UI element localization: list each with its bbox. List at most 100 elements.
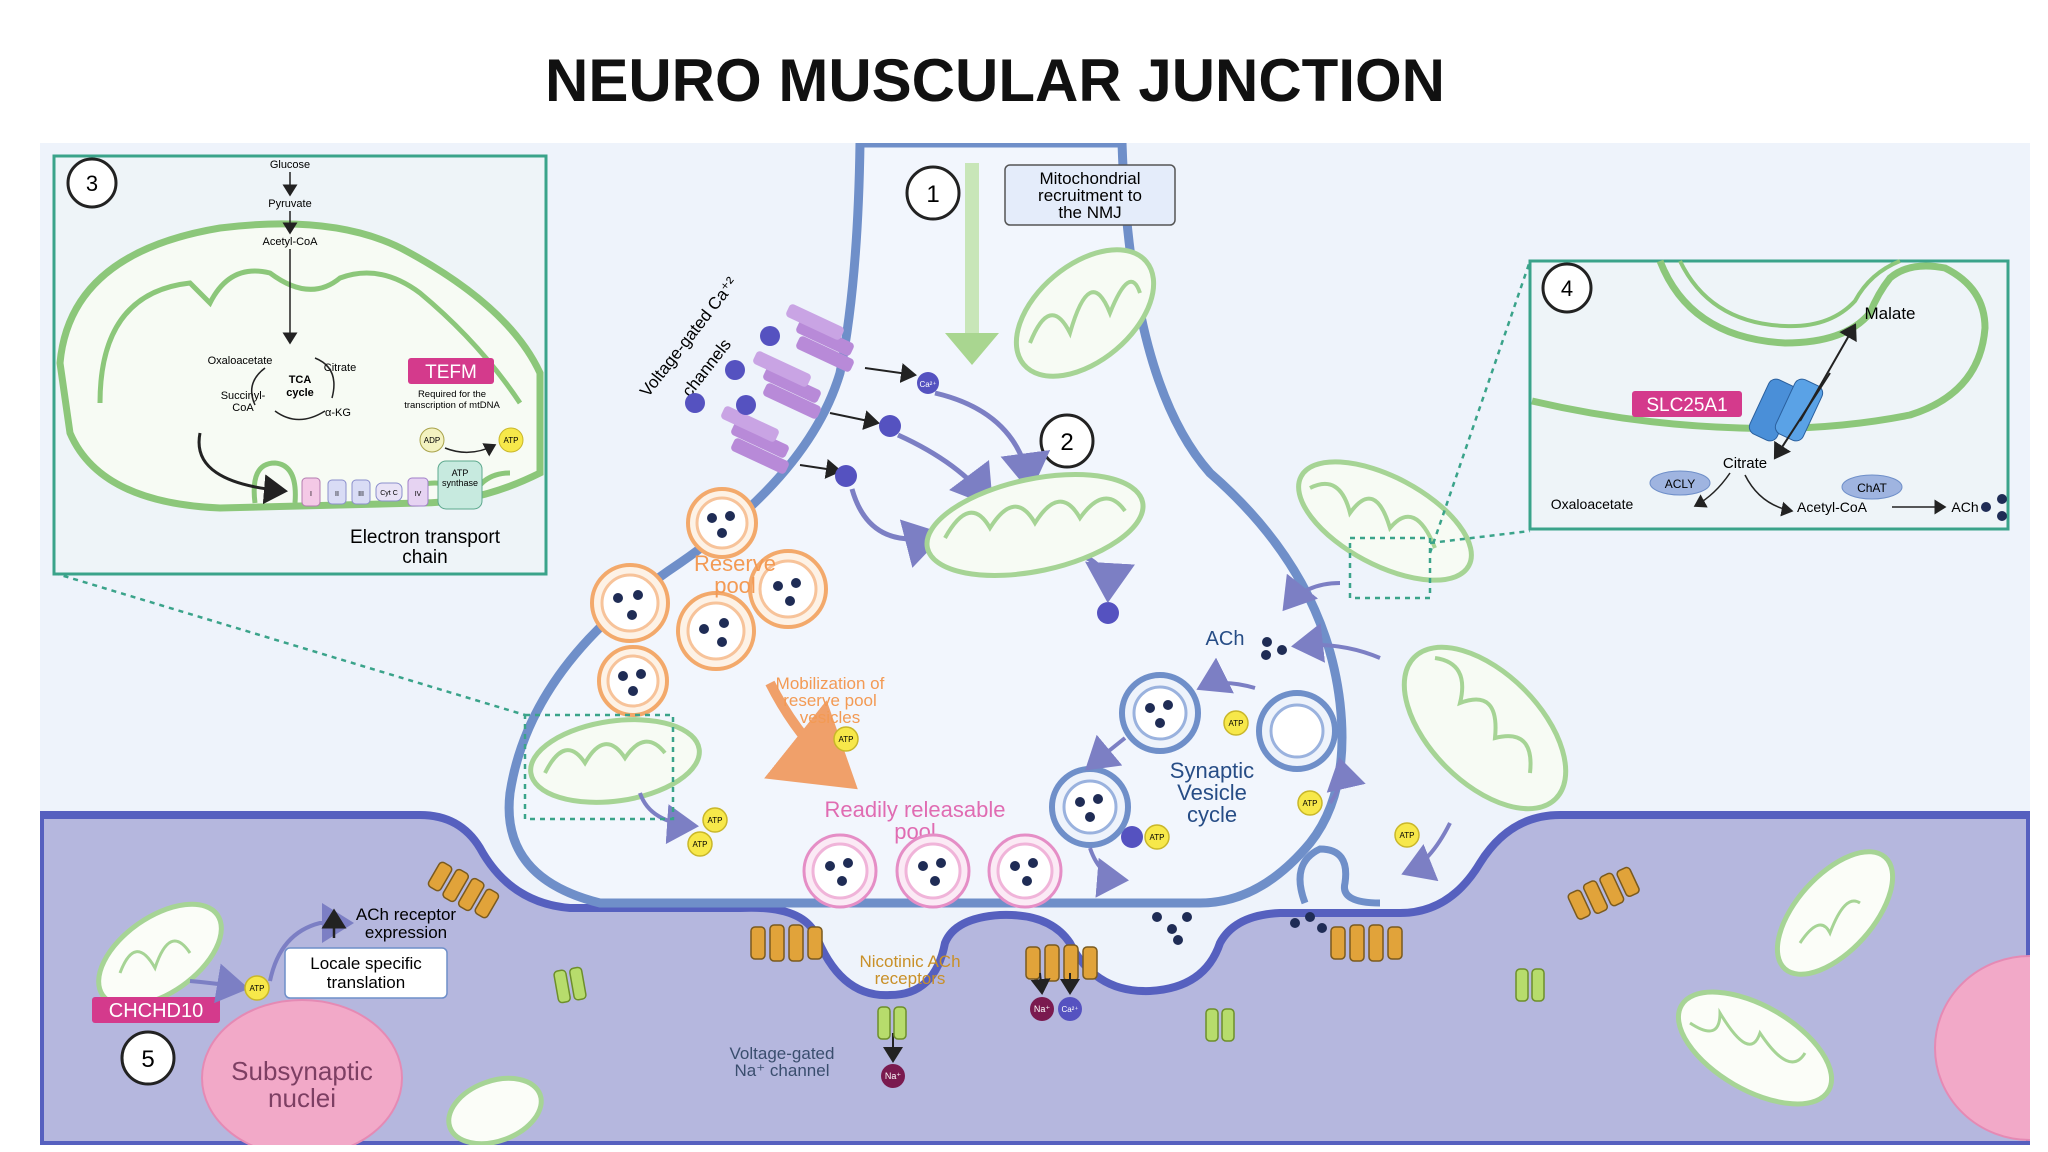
adp-molecule [419,427,445,453]
ca-ion-label: Ca²⁺ [919,380,936,389]
tca-label-1: TCA [289,374,312,386]
zoom-line-3a [53,571,526,717]
recruitment-label-2: recruitment to [1038,186,1142,205]
chat-enzyme [1841,474,1903,500]
mitochondrion-terminal-right-upper [1296,459,1474,583]
tca-label-2: cycle [286,387,314,399]
svc-arrow-2 [1084,734,1127,771]
vgnac-label-2: Na⁺ channel [735,1061,830,1080]
ca-flow-arrow-3 [849,488,945,568]
mitochondrion-top [1013,247,1157,379]
vgnac-label-1: Voltage-gated [730,1044,835,1063]
rrp-vesicles [802,833,1063,909]
chat-label: ChAT [1857,481,1887,495]
recruitment-label-3: the NMJ [1058,203,1121,222]
synaptic-vesicles [1049,672,1338,848]
tefm-label-box [408,358,494,384]
page-title: NEURO MUSCULAR JUNCTION [545,47,1445,114]
ion-entry-arrow-1 [1030,972,1051,995]
etc-label-1: Electron transport [350,527,501,548]
etc-electron-arrow [197,432,288,505]
ca-channel-2 [753,351,821,419]
atp-label-7: ATP [1150,833,1165,842]
step-3-circle [66,157,118,209]
chchd10-label-box [92,997,220,1023]
nachr-label-1: Nicotinic ACh [859,952,960,971]
oxaloacetate-label-4: Oxaloacetate [1551,496,1634,512]
zoom-marker-3 [523,713,675,821]
etc-complex-3: III [358,491,364,498]
acly-label: ACLY [1665,477,1695,491]
ca-channel-3 [721,406,789,474]
recruitment-label-1: Mitochondrial [1039,169,1140,188]
etc-complexes [301,460,483,510]
atp-label-4: ATP [1229,719,1244,728]
svc-label-1: Synaptic [1170,758,1254,783]
tefm-desc-1: Required for the [418,389,486,400]
mobilization-label-3: vesicles [800,708,860,727]
recruitment-arrow [965,163,979,343]
rrp-label-1: Readily releasable [825,797,1006,822]
atp-postsynaptic [244,975,270,1001]
mobilization-label-1: Mobilization of [776,674,885,693]
step-4-circle [1541,262,1593,314]
atp-label-2: ATP [708,816,723,825]
locale-translation-label-1: Locale specific [310,954,422,973]
step-1-circle [905,165,961,221]
oxaloacetate-label-3: Oxaloacetate [208,355,273,367]
atp-label-5: ATP [1303,799,1318,808]
atp-label-1: ATP [839,735,854,744]
recruitment-arrowhead [945,333,999,365]
na-ion-label-1: Na⁺ [1034,1004,1051,1014]
mitochondria-postsynaptic-cristae [118,899,1861,1064]
slc25a1-transporter [1748,378,1824,442]
zoom-line-4a [1428,260,1532,554]
voltage-gated-na-channels [553,966,1545,1042]
etc-label-2: chain [402,547,447,568]
chchd10-label: CHCHD10 [109,1000,203,1022]
step-2-circle [1039,413,1095,469]
mitochondrion-terminal-right-lower [1401,644,1569,812]
citrate-export-arrow [1773,372,1831,460]
malate-label: Malate [1864,304,1915,323]
mitochondria-postsynaptic [96,849,1896,1145]
locale-translation-box [284,947,448,999]
atp-synthase-label-2: synthase [442,478,478,488]
citrate-label-3: Citrate [324,362,356,374]
ach-receptor-label-1: ACh receptor [356,905,456,924]
nmj-diagram: 1 Mitochondrial recruitment to the NMJ V… [40,143,2030,1145]
step-4-number: 4 [1561,276,1573,301]
ca-flow-arrow-1 [934,390,1051,493]
recruitment-box [1004,164,1176,226]
tefm-desc-2: transcription of mtDNA [404,400,500,411]
ach-label-4: ACh [1951,499,1978,515]
ach-label: ACh [1206,628,1245,650]
locale-translation-label-2: translation [327,973,405,992]
svc-arrow-5 [1291,623,1381,663]
step-5-number: 5 [141,1046,154,1073]
chchd10-arrow [189,963,249,1004]
adp-label: ADP [424,436,440,445]
acetyl-coa-form-arrow [1744,474,1794,517]
acly-enzyme [1649,470,1711,496]
vesicle-fusion-pit [1296,845,1381,907]
etc-complex-2: II [335,491,339,498]
citrate-label-4: Citrate [1723,455,1767,472]
step-2-number: 2 [1060,429,1073,456]
slc25a1-label: SLC25A1 [1646,395,1727,416]
mitochondrion-center [924,472,1146,578]
ach-molecules-box4 [1981,494,2007,521]
nuclei-label-1: Subsynaptic [231,1056,373,1086]
subsynaptic-nuclei [201,999,403,1145]
tca-cycle-arrows [250,357,335,421]
ca-ion-near-vesicle [1121,826,1143,848]
svc-arrow-7 [1401,822,1452,882]
zoom-line-4b [1429,529,1531,545]
ca-channel-1 [786,304,854,372]
ca-entry-arrow-3 [799,459,842,479]
mobilization-arrow [764,680,858,790]
acetyl-coa-label-3: Acetyl-CoA [262,236,318,248]
step-1-number: 1 [926,181,939,208]
atp-synthesis-arrow [444,443,497,457]
succinyl-label-1: Succinyl- [221,390,266,402]
